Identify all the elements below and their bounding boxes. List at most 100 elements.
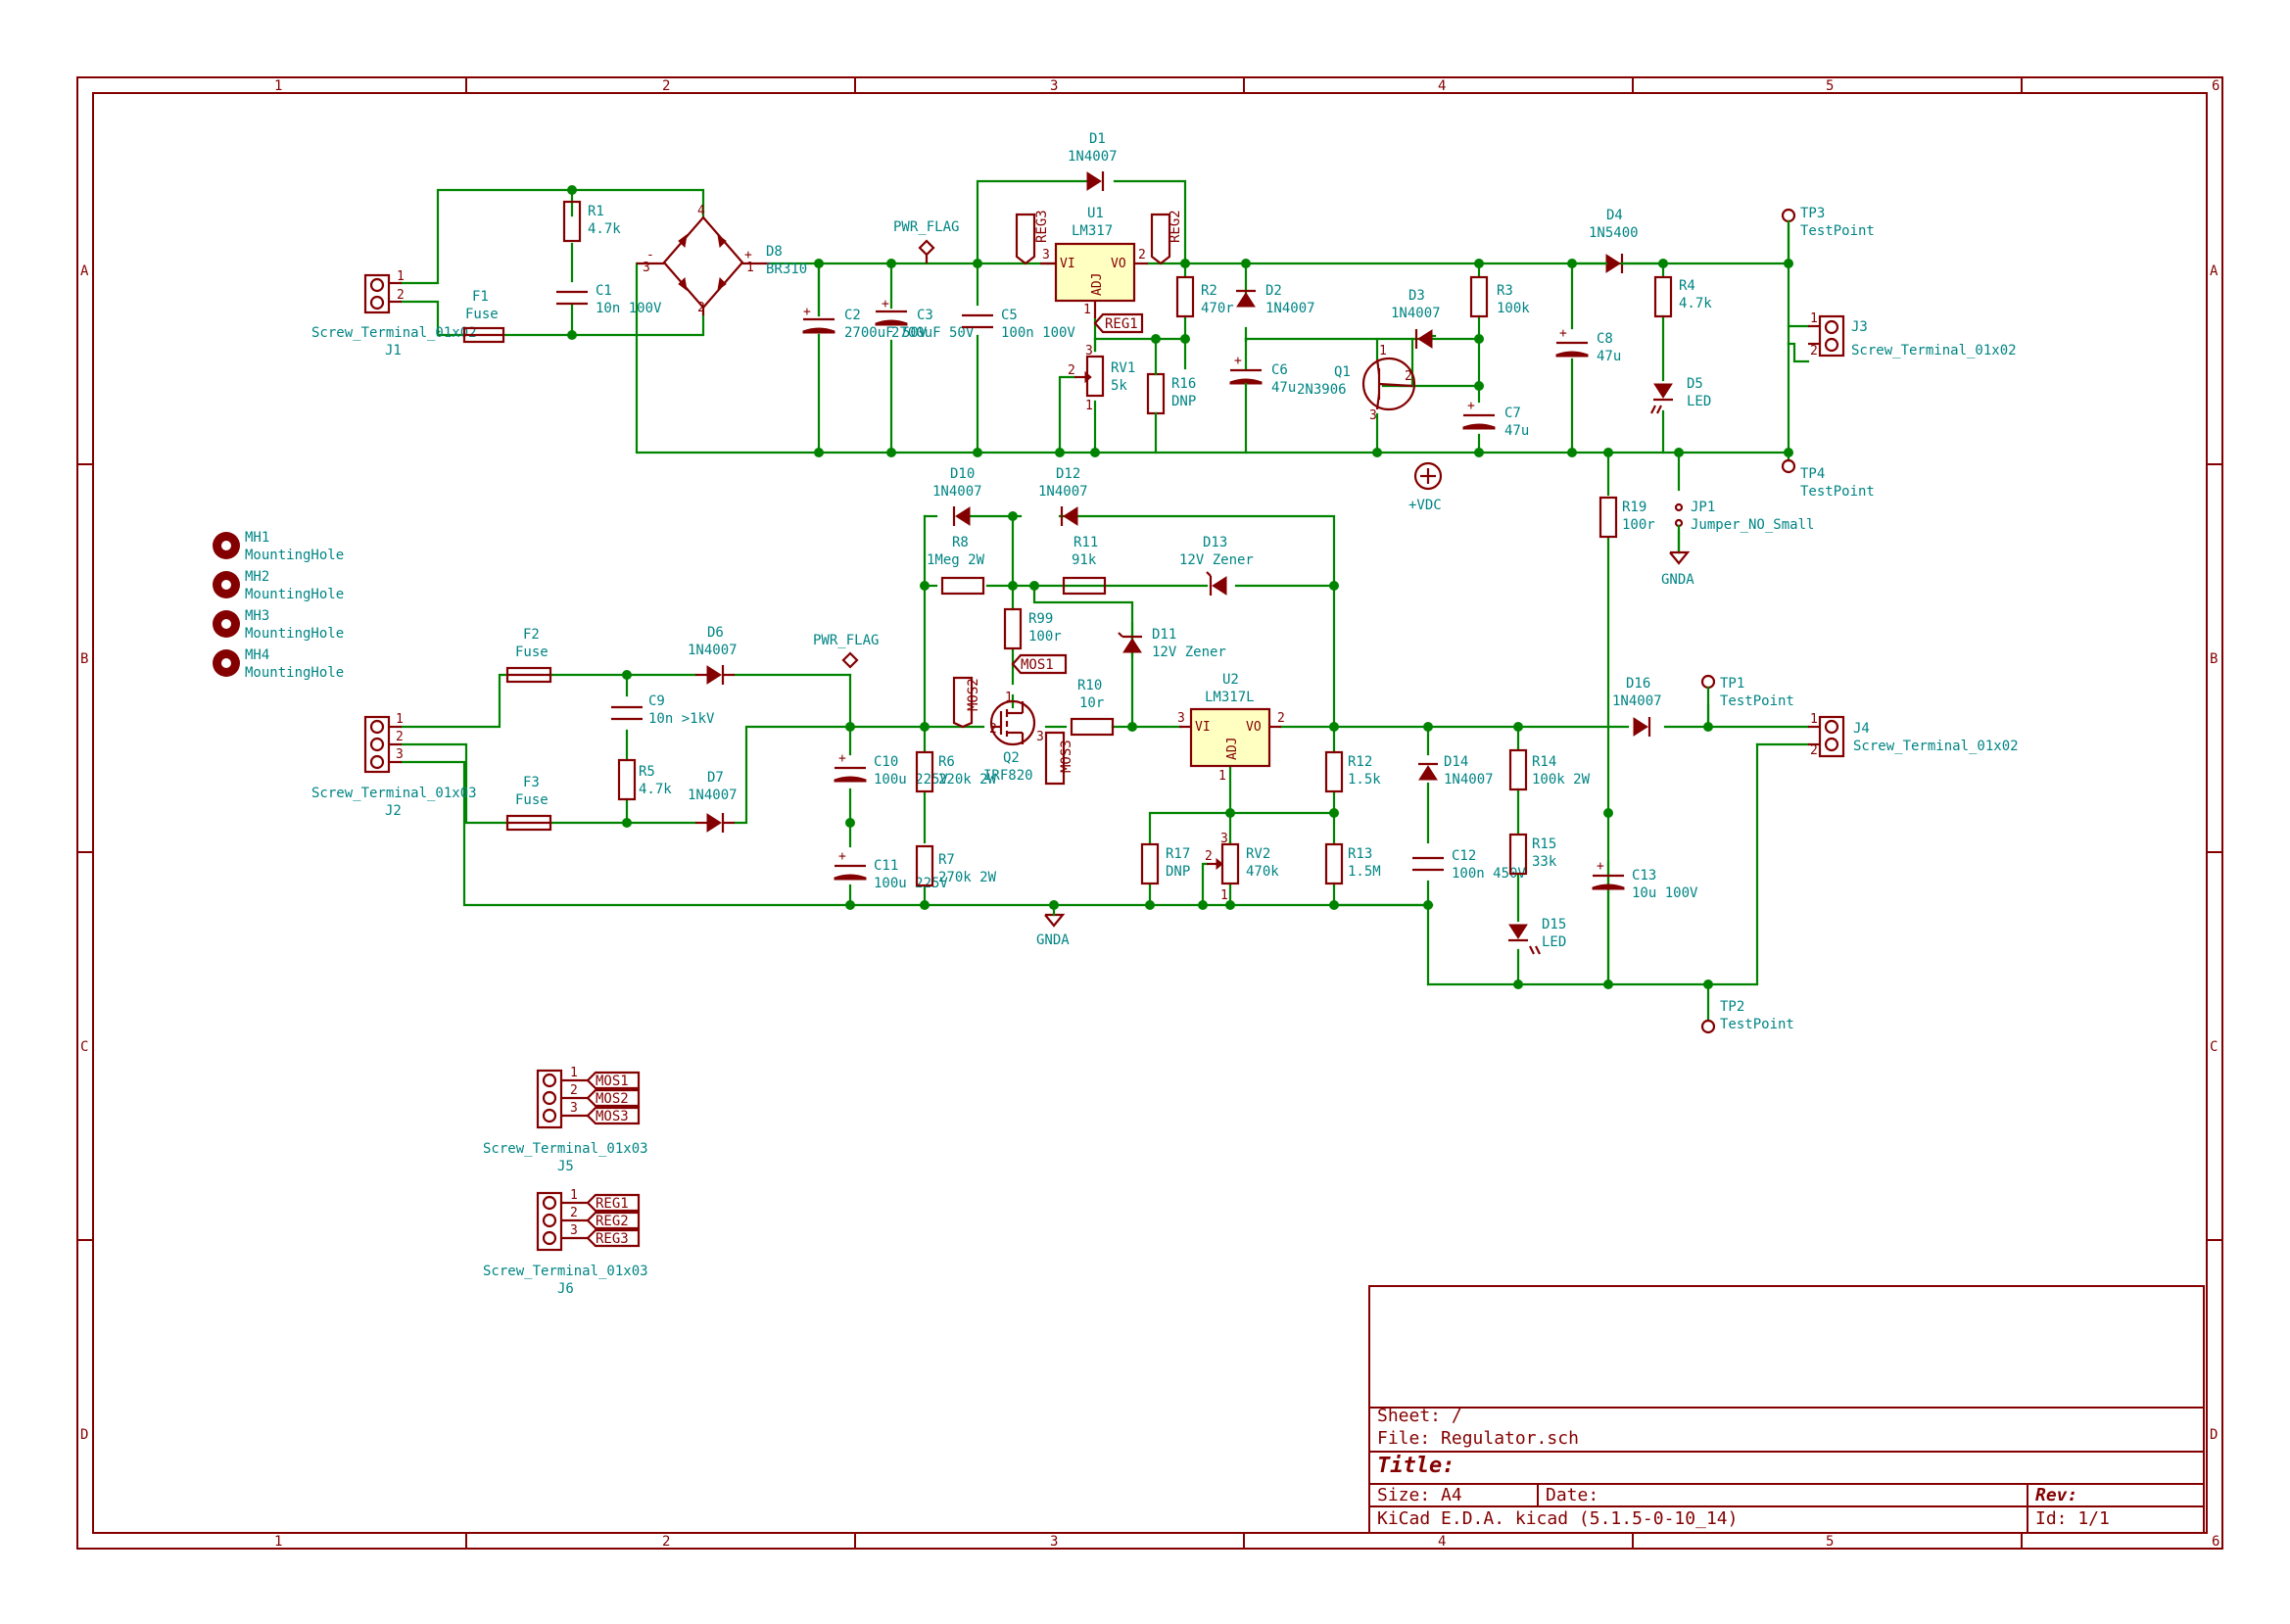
svg-text:3: 3 [643, 261, 650, 275]
mh4-mounting-hole: MH4 MountingHole [213, 647, 344, 681]
f1-fuse: F1 Fuse [462, 289, 505, 344]
c7-capacitor: + C7 47u [1462, 399, 1529, 439]
tp3-testpoint: TP3 TestPoint [1781, 206, 1875, 265]
svg-text:1: 1 [1083, 303, 1091, 317]
q1-ref: Q1 [1334, 364, 1351, 380]
r12-value: 1.5k [1348, 772, 1381, 788]
r99-ref: R99 [1028, 611, 1053, 627]
j6-label-3: REG3 [596, 1231, 629, 1247]
d2-diode: D2 1N4007 [1236, 283, 1315, 316]
grid-col-4: 4 [1438, 1534, 1446, 1550]
svg-text:1: 1 [746, 261, 754, 275]
grid-row-d: D [2210, 1427, 2218, 1443]
tp1-testpoint: TP1 TestPoint [1700, 674, 1794, 729]
reg2-global-label: REG2 [1150, 210, 1183, 265]
title-block-id: Id: 1/1 [2035, 1508, 2110, 1529]
d7-ref: D7 [707, 770, 724, 786]
d10-value: 1N4007 [932, 484, 982, 500]
svg-text:3: 3 [396, 747, 404, 762]
r17-resistor: R17 DNP [1140, 842, 1190, 885]
c5-ref: C5 [1001, 308, 1018, 323]
c1-ref: C1 [596, 283, 612, 299]
svg-text:1: 1 [1810, 311, 1818, 326]
rv2-value: 470k [1246, 864, 1279, 880]
c13-capacitor: + C13 10u 100V [1592, 859, 1698, 901]
rv1-potentiometer: 321 RV1 5k [1068, 337, 1135, 413]
r6-ref: R6 [938, 754, 955, 770]
r7-ref: R7 [938, 852, 955, 868]
grid-col-3: 3 [1050, 78, 1058, 94]
r4-resistor: R4 4.7k [1653, 275, 1712, 318]
d12-value: 1N4007 [1038, 484, 1088, 500]
r7-value: 270k 2W [938, 870, 997, 885]
r11-resistor: R11 91k [1062, 535, 1107, 596]
q2-mosfet: 213 Q2 IRF820 [983, 691, 1044, 784]
c11-value: 100u 225V [874, 876, 948, 891]
r12-ref: R12 [1348, 754, 1372, 770]
r10-ref: R10 [1077, 678, 1102, 693]
jp1-ref: JP1 [1691, 500, 1715, 515]
svg-text:2: 2 [1405, 369, 1412, 384]
u2-vi: VI [1195, 720, 1211, 735]
r8-value: 1Meg 2W [927, 552, 985, 568]
d8-value: BR310 [766, 262, 807, 277]
r17-value: DNP [1166, 864, 1190, 880]
r4-value: 4.7k [1679, 296, 1712, 311]
jp1-value: Jumper_NO_Small [1691, 517, 1814, 533]
c1-capacitor: C1 10n 100V [556, 283, 662, 316]
mos1-text: MOS1 [1021, 657, 1054, 673]
svg-text:2: 2 [1277, 711, 1285, 726]
c9-ref: C9 [648, 693, 665, 709]
svg-text:2: 2 [1205, 849, 1213, 864]
gnda-2-symbol: GNDA [1036, 903, 1070, 948]
grid-column-labels-top: 1 2 3 4 5 6 [274, 78, 2219, 94]
j4-ref: J4 [1853, 721, 1870, 737]
grid-col-5: 5 [1826, 1534, 1834, 1550]
d12-diode: D12 1N4007 [1038, 466, 1088, 526]
title-block-size: Size: A4 [1377, 1485, 1462, 1505]
grid-col-5: 5 [1826, 78, 1834, 94]
u1-vi: VI [1060, 257, 1075, 271]
c8-value: 47u [1597, 349, 1621, 364]
mh1-value: MountingHole [245, 548, 344, 563]
r2-ref: R2 [1201, 283, 1217, 299]
c9-capacitor: C9 10n >1kV [611, 693, 715, 727]
c12-ref: C12 [1452, 848, 1476, 864]
r3-resistor: R3 100k [1469, 275, 1530, 318]
f1-ref: F1 [472, 289, 489, 305]
pwr-flag-2-label: PWR_FLAG [813, 633, 879, 648]
r6-resistor: R6 220k 2W [915, 750, 997, 793]
reg3-global-label: REG3 [1015, 210, 1050, 265]
grid-col-3: 3 [1050, 1534, 1058, 1550]
tp1-ref: TP1 [1720, 676, 1744, 692]
r19-resistor: R19 100r [1598, 496, 1655, 539]
grid-col-1: 1 [274, 1534, 282, 1550]
r5-value: 4.7k [639, 782, 672, 797]
grid-col-2: 2 [662, 78, 670, 94]
d4-value: 1N5400 [1589, 225, 1639, 241]
svg-text:3: 3 [570, 1223, 578, 1238]
d10-diode: D10 1N4007 [932, 466, 982, 526]
r11-ref: R11 [1073, 535, 1098, 550]
grid-row-c: C [80, 1039, 88, 1055]
c3-value: 2700uF 50V [891, 325, 975, 341]
title-block-date: Date: [1546, 1485, 1598, 1505]
q1-value: 2N3906 [1297, 382, 1347, 398]
j5-label-3: MOS3 [596, 1109, 629, 1124]
svg-text:4: 4 [697, 204, 705, 218]
c9-value: 10n >1kV [648, 711, 715, 727]
svg-text:1: 1 [570, 1188, 578, 1203]
f3-value: Fuse [515, 792, 549, 808]
d1-diode: D1 1N4007 [1068, 131, 1118, 191]
r8-resistor: R8 1Meg 2W [927, 535, 985, 596]
grid-row-a: A [80, 263, 89, 279]
r1-value: 4.7k [588, 221, 621, 237]
j1-ref: J1 [385, 343, 402, 358]
d5-ref: D5 [1687, 376, 1703, 392]
c13-ref: C13 [1632, 868, 1656, 884]
d7-value: 1N4007 [688, 788, 738, 803]
